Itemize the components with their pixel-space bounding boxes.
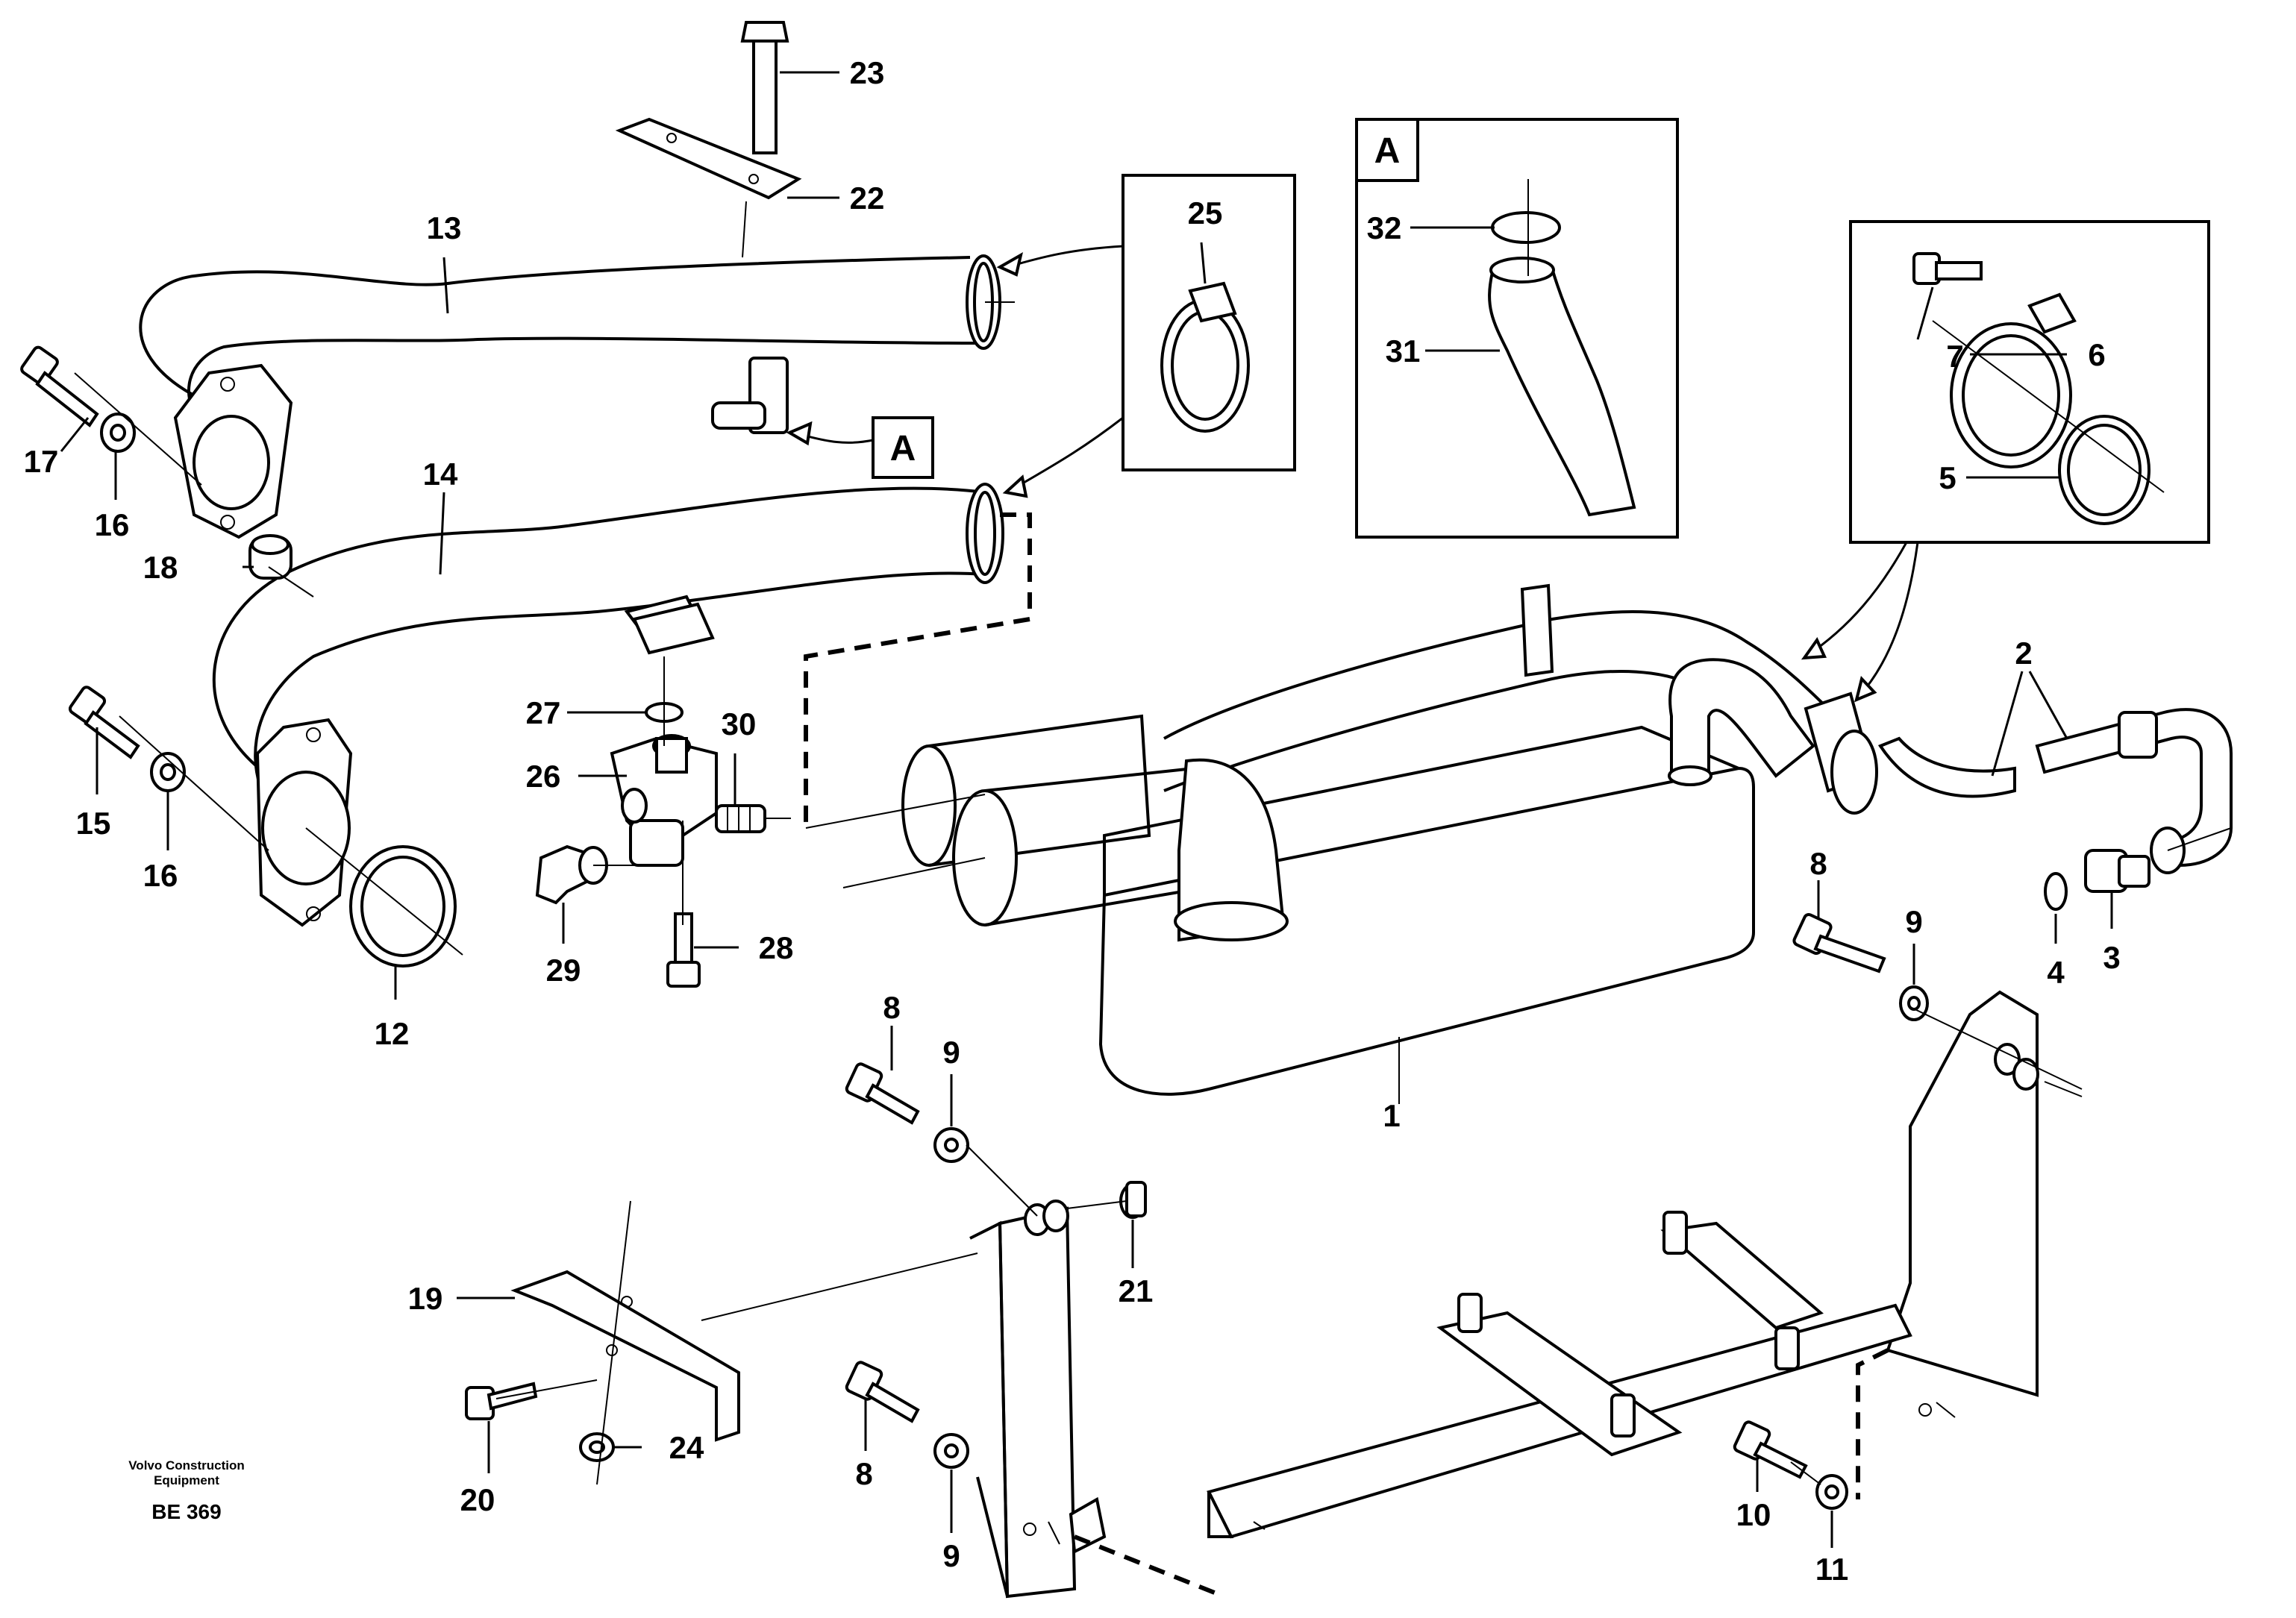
frame-bracket-left [969, 1200, 1107, 1599]
footer: Volvo Construction Equipment BE 369 [128, 1458, 245, 1523]
leader-lines [60, 71, 2232, 1599]
company-name: Volvo Construction [128, 1458, 245, 1473]
callout-8-lower: 8 [855, 1456, 872, 1491]
callout-25: 25 [1188, 195, 1223, 231]
callout-26: 26 [526, 759, 561, 794]
callout-19: 19 [408, 1281, 443, 1316]
bolt-8-lower [845, 1361, 920, 1423]
callout-8-right: 8 [1809, 846, 1827, 881]
callout-24: 24 [669, 1430, 704, 1465]
callout-3: 3 [2103, 940, 2120, 975]
callout-10: 10 [1736, 1497, 1771, 1532]
detail-a-label: A [1374, 131, 1401, 171]
bolt-15 [68, 686, 140, 759]
callout-13: 13 [427, 210, 462, 245]
detail-box-a [1355, 118, 1679, 539]
callout-16-upper: 16 [95, 507, 130, 542]
washer-11 [1815, 1474, 1848, 1510]
callout-9-right: 9 [1905, 904, 1922, 939]
bolt-20 [465, 1382, 538, 1420]
callout-1: 1 [1383, 1098, 1400, 1133]
elbow-29 [535, 844, 608, 905]
callout-12: 12 [375, 1016, 410, 1051]
nipple-30 [715, 804, 766, 833]
drawing-code: BE 369 [151, 1500, 221, 1523]
detail-box-clamp [1849, 220, 2210, 544]
callout-28: 28 [759, 930, 794, 965]
callout-27: 27 [526, 695, 561, 730]
washer-9-right [1899, 985, 1929, 1021]
callout-5: 5 [1939, 460, 1956, 495]
washer-4 [2044, 872, 2068, 911]
bracket-19 [510, 1270, 740, 1442]
callout-6: 6 [2088, 337, 2105, 372]
washer-16-lower [150, 752, 186, 792]
bolt-8-right [1792, 913, 1886, 973]
callout-14: 14 [423, 457, 458, 492]
cooler-1 [901, 583, 1878, 1104]
flange-plate [632, 602, 715, 655]
callout-9-upper: 9 [942, 1035, 960, 1070]
callout-18: 18 [143, 550, 178, 585]
detail-box-25 [1122, 174, 1296, 471]
valve-26 [610, 734, 718, 867]
spacer-18 [248, 534, 293, 580]
pipe-13 [139, 254, 1001, 539]
nut-24 [579, 1432, 615, 1462]
callout-16-lower: 16 [143, 858, 178, 893]
callout-11: 11 [1815, 1552, 1848, 1587]
company-subname: Equipment [154, 1473, 219, 1487]
callout-32: 32 [1367, 210, 1402, 245]
callout-4: 4 [2047, 955, 2065, 990]
bolt-23 [740, 21, 789, 154]
bolt-10 [1733, 1420, 1808, 1479]
reference-a-label: A [890, 429, 916, 468]
callout-17: 17 [24, 444, 59, 479]
callout-9-lower: 9 [942, 1538, 960, 1573]
callout-2: 2 [2015, 636, 2032, 671]
washer-9-upper [933, 1127, 969, 1163]
callout-7: 7 [1946, 339, 1963, 374]
callout-22: 22 [850, 181, 885, 216]
callout-8-upper: 8 [883, 990, 900, 1025]
plate-22 [615, 117, 802, 258]
callout-21: 21 [1119, 1273, 1154, 1308]
screw-28 [666, 912, 701, 988]
washer-16-upper [100, 413, 136, 453]
pipe-14 [212, 483, 1004, 927]
callout-15: 15 [76, 806, 111, 841]
bolt-8-upper [845, 1062, 920, 1125]
washer-9-lower [933, 1433, 969, 1469]
bolt-17 [20, 345, 99, 427]
nut-21 [1119, 1181, 1147, 1219]
frame-bottom [1207, 1211, 1912, 1539]
callout-31: 31 [1386, 333, 1421, 369]
frame-bracket-right [1886, 990, 2039, 1417]
callout-20: 20 [460, 1482, 495, 1517]
callout-29: 29 [546, 953, 581, 988]
hose-2 [1877, 708, 2233, 868]
nipple-3 [2084, 827, 2186, 893]
reference-a-box: A [872, 416, 934, 479]
callout-30: 30 [722, 706, 757, 741]
callout-numbers: 23 22 13 14 17 16 18 15 16 12 25 32 31 2… [24, 55, 2121, 1587]
callout-23: 23 [850, 55, 885, 90]
